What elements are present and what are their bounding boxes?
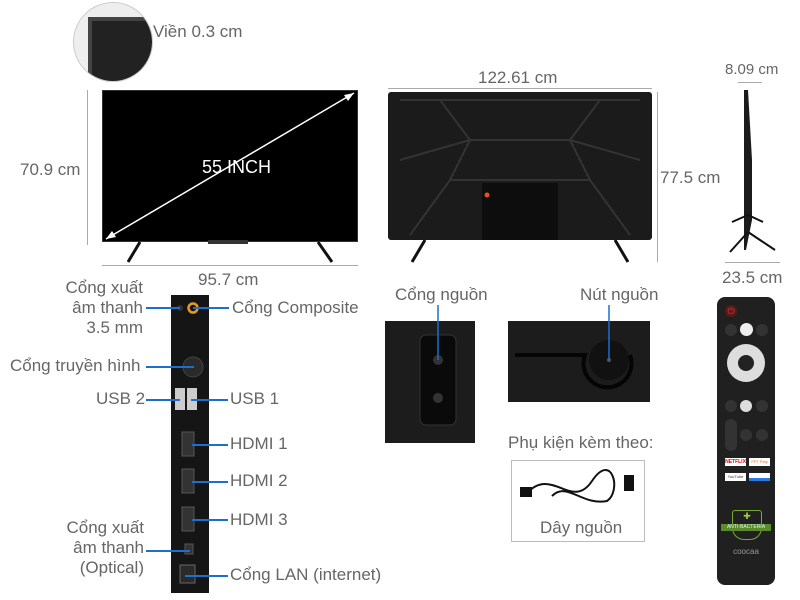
coocaa-app-logo: [749, 473, 770, 481]
width-dimension-line: [102, 265, 358, 266]
leader-line: [146, 550, 190, 552]
composite-label: Cổng Composite: [232, 298, 359, 317]
accessories-title: Phụ kiện kèm theo:: [508, 433, 654, 452]
label-line: Cổng xuất: [66, 518, 145, 537]
power-port-label: Cổng nguồn: [395, 285, 488, 304]
hdmi1-label: HDMI 1: [230, 434, 288, 453]
leader-line: [146, 366, 194, 368]
side-depth-line: [738, 82, 762, 83]
accessory-box: Dây nguồn: [511, 460, 645, 542]
usb2-label: USB 2: [96, 389, 146, 408]
fptplay-logo: FPT Play: [749, 458, 770, 466]
power-icon: ⏻: [725, 305, 737, 317]
back-icon: [725, 400, 737, 412]
back-height-line: [657, 92, 658, 262]
leader-line: [192, 444, 228, 446]
diagonal-arrow: [105, 92, 355, 240]
hdmi3-label: HDMI 3: [230, 510, 288, 529]
side-depth-label: 8.09 cm: [725, 61, 779, 78]
dpad: [727, 344, 765, 382]
stand-depth-label: 23.5 cm: [722, 268, 783, 287]
back-height-label: 77.5 cm: [660, 168, 721, 187]
home-icon: [740, 400, 752, 412]
power-cord-image: [520, 469, 634, 503]
audio-35-label: Cổng xuất âm thanh 3.5 mm: [40, 278, 144, 338]
height-dimension-line: [87, 90, 88, 245]
leader-line: [191, 399, 228, 401]
optical-label: Cổng xuất âm thanh (Optical): [40, 518, 145, 578]
label-line: Cổng xuất: [65, 278, 144, 297]
remote-control: ⏻ NETFLIX FPT Play YouTube ✚ ANTI-BACTER…: [717, 297, 775, 585]
front-width-label: 95.7 cm: [198, 270, 259, 289]
stand-depth-line: [725, 262, 780, 263]
settings-icon: [756, 324, 768, 336]
leader-line: [193, 307, 229, 309]
mute-icon: [740, 429, 752, 441]
antenna-label: Cổng truyền hình: [10, 356, 141, 375]
power-button-label: Nút nguồn: [580, 285, 659, 304]
lan-label: Cổng LAN (internet): [230, 565, 382, 584]
accessory-item-label: Dây nguồn: [540, 518, 623, 537]
back-width-label: 122.61 cm: [478, 68, 558, 87]
front-height-label: 70.9 cm: [20, 160, 81, 179]
bezel-zoom-circle: [73, 2, 153, 82]
tv-logo-bar: [208, 240, 248, 244]
coocaa-brand-logo: coocaa: [733, 547, 759, 556]
volume-rocker: [725, 419, 737, 451]
tv-icon: [756, 400, 768, 412]
user-icon: [725, 324, 737, 336]
input-icon: [756, 429, 768, 441]
usb1-label: USB 1: [230, 389, 280, 408]
label-line: âm thanh: [72, 298, 143, 317]
leader-line: [146, 307, 180, 309]
leader-line: [146, 399, 180, 401]
screen-size-label: 55 INCH: [202, 157, 272, 177]
leader-line: [185, 575, 228, 577]
label-line: âm thanh: [73, 538, 144, 557]
leader-line: [192, 519, 228, 521]
leader-line: [192, 481, 228, 483]
antibacteria-badge-text: ANTI-BACTERIA: [721, 524, 771, 531]
back-width-line: [388, 88, 652, 89]
mic-icon: [740, 323, 753, 336]
hdmi2-label: HDMI 2: [230, 471, 288, 490]
netflix-logo: NETFLIX: [725, 458, 746, 466]
label-line: (Optical): [79, 558, 144, 577]
youtube-logo: YouTube: [725, 473, 746, 481]
label-line: 3.5 mm: [86, 318, 143, 337]
bezel-label: Viền 0.3 cm: [153, 22, 243, 41]
